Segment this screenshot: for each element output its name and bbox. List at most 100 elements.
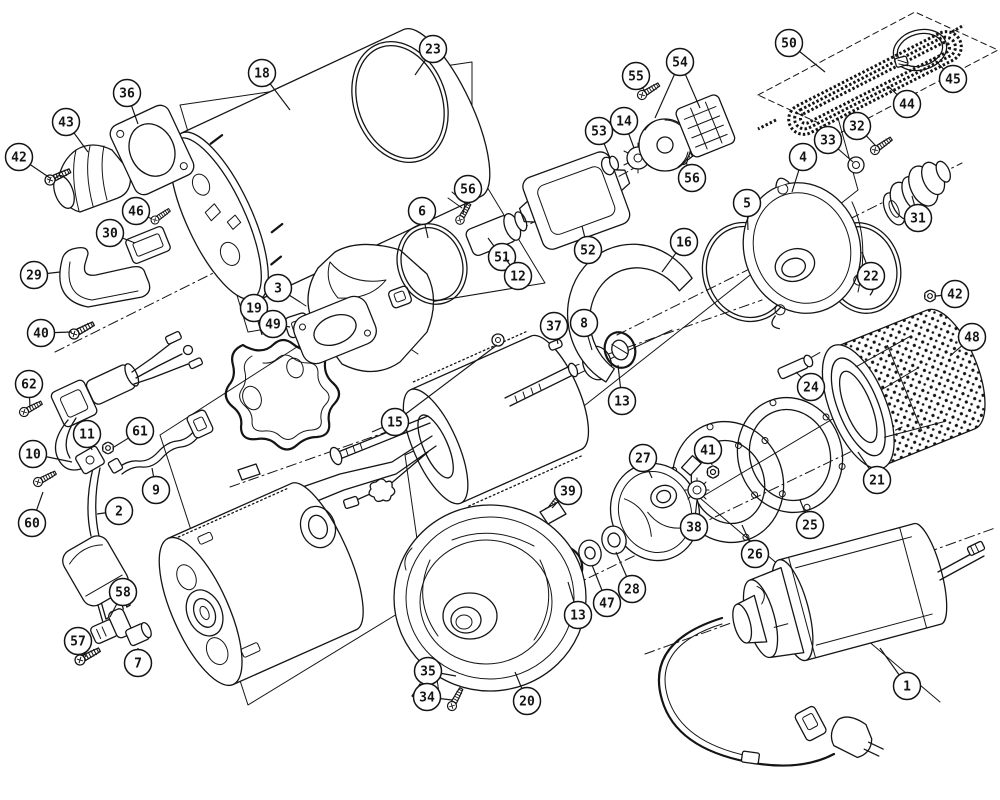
balloon-number: 30 — [102, 227, 118, 242]
balloon-number: 4 — [799, 151, 807, 166]
balloon-circle — [569, 308, 599, 338]
balloon-number: 54 — [672, 56, 688, 71]
callout-balloon-27: 27 — [628, 443, 658, 479]
balloon-number: 46 — [128, 205, 144, 220]
part-strainer — [821, 308, 986, 470]
balloon-number: 3 — [274, 282, 282, 297]
balloon-circle — [247, 58, 277, 88]
part-hose-clamp — [892, 28, 948, 72]
balloon-circle — [95, 218, 125, 248]
balloon-circle — [108, 577, 138, 607]
part-sleeve-28 — [601, 525, 627, 555]
balloon-circle — [4, 142, 34, 172]
balloon-number: 18 — [254, 67, 270, 82]
callout-balloon-9: 9 — [141, 467, 171, 505]
callout-balloon-12: 12 — [503, 257, 533, 291]
balloon-circle — [592, 588, 622, 618]
callout-balloon-48: 48 — [949, 322, 987, 357]
part-assembled-pump — [657, 522, 986, 767]
callout-balloon-8: 8 — [569, 308, 599, 351]
part-seal-ring-17 — [299, 505, 337, 549]
balloon-number: 26 — [747, 548, 763, 563]
balloon-number: 57 — [70, 635, 86, 650]
balloon-number: 52 — [580, 244, 596, 259]
balloon-number: 34 — [419, 691, 435, 706]
balloon-number: 48 — [964, 331, 980, 346]
balloon-circle — [123, 648, 153, 678]
balloon-circle — [418, 34, 448, 64]
balloon-circle — [774, 28, 804, 58]
balloon-circle — [19, 260, 49, 290]
callout-balloon-31: 31 — [903, 195, 933, 233]
balloon-number: 14 — [616, 115, 632, 130]
callout-balloon-25: 25 — [795, 499, 825, 540]
balloon-circle — [141, 475, 171, 505]
balloon-circle — [621, 61, 651, 91]
balloon-circle — [940, 279, 970, 309]
callout-balloon-21: 21 — [857, 451, 892, 495]
part-casing-oring — [351, 41, 449, 163]
balloon-circle — [563, 600, 593, 630]
callout-balloon-60: 60 — [17, 491, 47, 538]
balloon-circle — [584, 116, 614, 146]
balloon-circle — [239, 293, 269, 323]
callout-balloon-46: 46 — [121, 196, 153, 226]
callout-balloon-4: 4 — [788, 142, 818, 193]
part-pump-casing — [742, 177, 874, 330]
balloon-number: 16 — [676, 236, 692, 251]
balloon-circle — [380, 407, 410, 437]
part-lead-wire-assembly — [50, 331, 204, 475]
balloon-number: 53 — [591, 125, 607, 140]
balloon-circle — [740, 539, 770, 569]
balloon-circle — [18, 439, 48, 469]
part-armature — [638, 118, 692, 172]
balloon-number: 60 — [24, 517, 40, 532]
balloon-circle — [856, 261, 886, 291]
part-collar — [600, 155, 620, 176]
callout-balloon-13: 13 — [563, 581, 593, 630]
balloon-circle — [788, 142, 818, 172]
balloon-circle — [669, 227, 699, 257]
part-outer-casing — [169, 27, 491, 302]
balloon-circle — [573, 235, 603, 265]
balloon-circle — [503, 261, 533, 291]
callout-balloon-41: 41 — [693, 435, 723, 466]
balloon-number: 51 — [494, 251, 510, 266]
balloon-number: 35 — [420, 665, 436, 680]
balloon-circle — [665, 47, 695, 77]
balloon-number: 33 — [820, 134, 836, 149]
part-through-bolt — [329, 333, 505, 466]
part-strap — [107, 409, 214, 475]
screw-60 — [31, 468, 59, 489]
balloon-number: 11 — [79, 428, 95, 443]
part-bushing-7 — [125, 621, 152, 647]
balloon-number: 56 — [684, 172, 700, 187]
callout-balloon-50: 50 — [774, 28, 826, 73]
balloon-number: 41 — [700, 444, 716, 459]
balloon-circle — [512, 686, 542, 716]
balloon-number: 40 — [33, 327, 49, 342]
balloon-circle — [679, 512, 709, 542]
callout-balloon-37: 37 — [539, 311, 569, 345]
balloon-number: 21 — [869, 474, 885, 489]
part-gasket — [224, 338, 341, 451]
part-clip-59 — [368, 478, 396, 503]
callout-balloon-52: 52 — [573, 225, 603, 265]
balloon-circle — [892, 671, 922, 701]
balloon-circle — [609, 106, 639, 136]
balloon-number: 7 — [134, 657, 142, 672]
callout-balloon-1: 1 — [879, 647, 922, 701]
callout-balloon-16: 16 — [661, 227, 699, 273]
balloon-circle — [813, 125, 843, 155]
balloon-number: 50 — [781, 37, 797, 52]
balloon-circle — [539, 311, 569, 341]
balloon-circle — [14, 369, 44, 399]
callout-balloon-53: 53 — [584, 116, 614, 159]
balloon-circle — [125, 416, 155, 446]
balloon-circle — [407, 196, 437, 226]
balloon-circle — [796, 372, 826, 402]
balloon-number: 27 — [635, 452, 651, 467]
balloon-number: 61 — [132, 425, 148, 440]
balloon-circle — [104, 496, 134, 526]
balloon-number: 56 — [460, 183, 476, 198]
